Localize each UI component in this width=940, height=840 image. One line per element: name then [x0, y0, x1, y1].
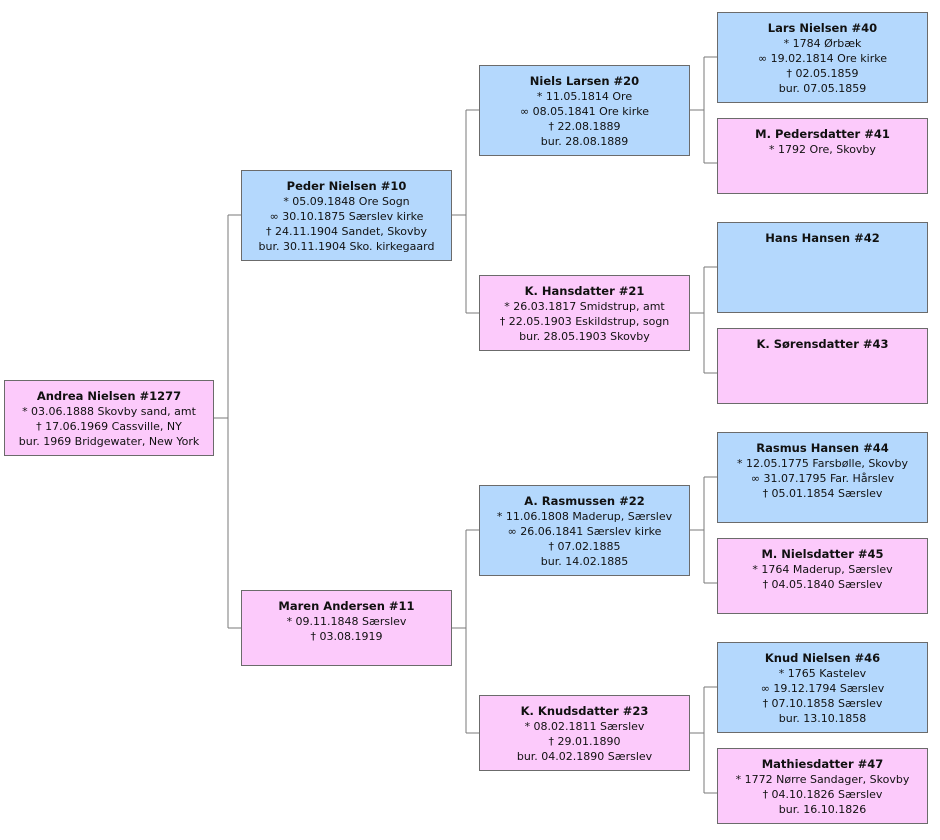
person-detail: * 12.05.1775 Farsbølle, Skovby — [736, 457, 909, 470]
person-detail: * 08.02.1811 Særslev — [524, 720, 645, 733]
person-detail: ∞ 19.02.1814 Ore kirke — [757, 52, 888, 65]
person-detail: bur. 30.11.1904 Sko. kirkegaard — [258, 240, 435, 253]
person-detail: † 04.10.1826 Særslev — [762, 788, 883, 801]
person-box-23[interactable]: K. Knudsdatter #23 * 08.02.1811 Særslev … — [479, 695, 690, 771]
person-detail: bur. 1969 Bridgewater, New York — [18, 435, 200, 448]
person-name: K. Hansdatter #21 — [524, 284, 645, 298]
person-box-22[interactable]: A. Rasmussen #22 * 11.06.1808 Maderup, S… — [479, 485, 690, 576]
person-detail: bur. 14.02.1885 — [540, 555, 629, 568]
person-detail: * 26.03.1817 Smidstrup, amt — [504, 300, 665, 313]
person-name: M. Pedersdatter #41 — [755, 127, 890, 141]
person-detail: * 1772 Nørre Sandager, Skovby — [735, 773, 910, 786]
person-detail: * 1792 Ore, Skovby — [769, 143, 876, 156]
person-detail: † 29.01.1890 — [548, 735, 621, 748]
person-name: M. Nielsdatter #45 — [761, 547, 884, 561]
person-box-11[interactable]: Maren Andersen #11 * 09.11.1848 Særslev … — [241, 590, 452, 666]
person-box-42[interactable]: Hans Hansen #42 — [717, 222, 928, 313]
person-detail: ∞ 08.05.1841 Ore kirke — [519, 105, 650, 118]
person-detail: bur. 07.05.1859 — [778, 82, 867, 95]
person-detail: ∞ 31.07.1795 Far. Hårslev — [750, 472, 895, 485]
person-detail: † 04.05.1840 Særslev — [762, 578, 883, 591]
person-box-46[interactable]: Knud Nielsen #46 * 1765 Kastelev ∞ 19.12… — [717, 642, 928, 733]
person-detail: bur. 28.08.1889 — [540, 135, 629, 148]
person-name: Niels Larsen #20 — [529, 74, 640, 88]
person-detail: † 03.08.1919 — [310, 630, 383, 643]
person-detail: * 09.11.1848 Særslev — [286, 615, 407, 628]
person-name: Andrea Nielsen #1277 — [36, 389, 182, 403]
person-name: Knud Nielsen #46 — [764, 651, 881, 665]
person-detail: bur. 04.02.1890 Særslev — [516, 750, 653, 763]
person-detail: * 05.09.1848 Ore Sogn — [283, 195, 410, 208]
person-box-45[interactable]: M. Nielsdatter #45 * 1764 Maderup, Særsl… — [717, 538, 928, 614]
person-name: Maren Andersen #11 — [278, 599, 415, 613]
person-box-44[interactable]: Rasmus Hansen #44 * 12.05.1775 Farsbølle… — [717, 432, 928, 523]
person-detail: * 11.05.1814 Ore — [536, 90, 633, 103]
person-name: Lars Nielsen #40 — [767, 21, 878, 35]
person-name: Hans Hansen #42 — [765, 231, 880, 245]
person-detail: † 05.01.1854 Særslev — [762, 487, 883, 500]
person-detail: † 07.10.1858 Særslev — [762, 697, 883, 710]
person-box-1277[interactable]: Andrea Nielsen #1277 * 03.06.1888 Skovby… — [4, 380, 214, 456]
person-name: Mathiesdatter #47 — [761, 757, 884, 771]
person-detail: † 22.05.1903 Eskildstrup, sogn — [499, 315, 670, 328]
person-name: Rasmus Hansen #44 — [756, 441, 889, 455]
person-detail: ∞ 30.10.1875 Særslev kirke — [269, 210, 424, 223]
person-name: K. Sørensdatter #43 — [756, 337, 889, 351]
person-detail: ∞ 19.12.1794 Særslev — [760, 682, 885, 695]
person-box-43[interactable]: K. Sørensdatter #43 — [717, 328, 928, 404]
person-detail: * 1784 Ørbæk — [783, 37, 862, 50]
person-detail: † 02.05.1859 — [786, 67, 859, 80]
person-detail: bur. 28.05.1903 Skovby — [519, 330, 650, 343]
person-detail: † 07.02.1885 — [548, 540, 621, 553]
person-name: K. Knudsdatter #23 — [520, 704, 649, 718]
person-detail: bur. 16.10.1826 — [778, 803, 867, 816]
person-detail: ∞ 26.06.1841 Særslev kirke — [507, 525, 662, 538]
person-detail: * 1765 Kastelev — [778, 667, 867, 680]
person-detail: † 22.08.1889 — [548, 120, 621, 133]
person-detail: * 1764 Maderup, Særslev — [752, 563, 893, 576]
person-box-21[interactable]: K. Hansdatter #21 * 26.03.1817 Smidstrup… — [479, 275, 690, 351]
person-detail: † 17.06.1969 Cassville, NY — [36, 420, 182, 433]
person-detail: * 03.06.1888 Skovby sand, amt — [22, 405, 196, 418]
person-detail: bur. 13.10.1858 — [778, 712, 867, 725]
person-detail: * 11.06.1808 Maderup, Særslev — [496, 510, 673, 523]
person-box-40[interactable]: Lars Nielsen #40 * 1784 Ørbæk ∞ 19.02.18… — [717, 12, 928, 103]
person-name: A. Rasmussen #22 — [524, 494, 645, 508]
person-box-10[interactable]: Peder Nielsen #10 * 05.09.1848 Ore Sogn … — [241, 170, 452, 261]
person-box-41[interactable]: M. Pedersdatter #41 * 1792 Ore, Skovby — [717, 118, 928, 194]
person-box-47[interactable]: Mathiesdatter #47 * 1772 Nørre Sandager,… — [717, 748, 928, 824]
person-detail: † 24.11.1904 Sandet, Skovby — [266, 225, 427, 238]
person-box-20[interactable]: Niels Larsen #20 * 11.05.1814 Ore ∞ 08.0… — [479, 65, 690, 156]
person-name: Peder Nielsen #10 — [286, 179, 407, 193]
